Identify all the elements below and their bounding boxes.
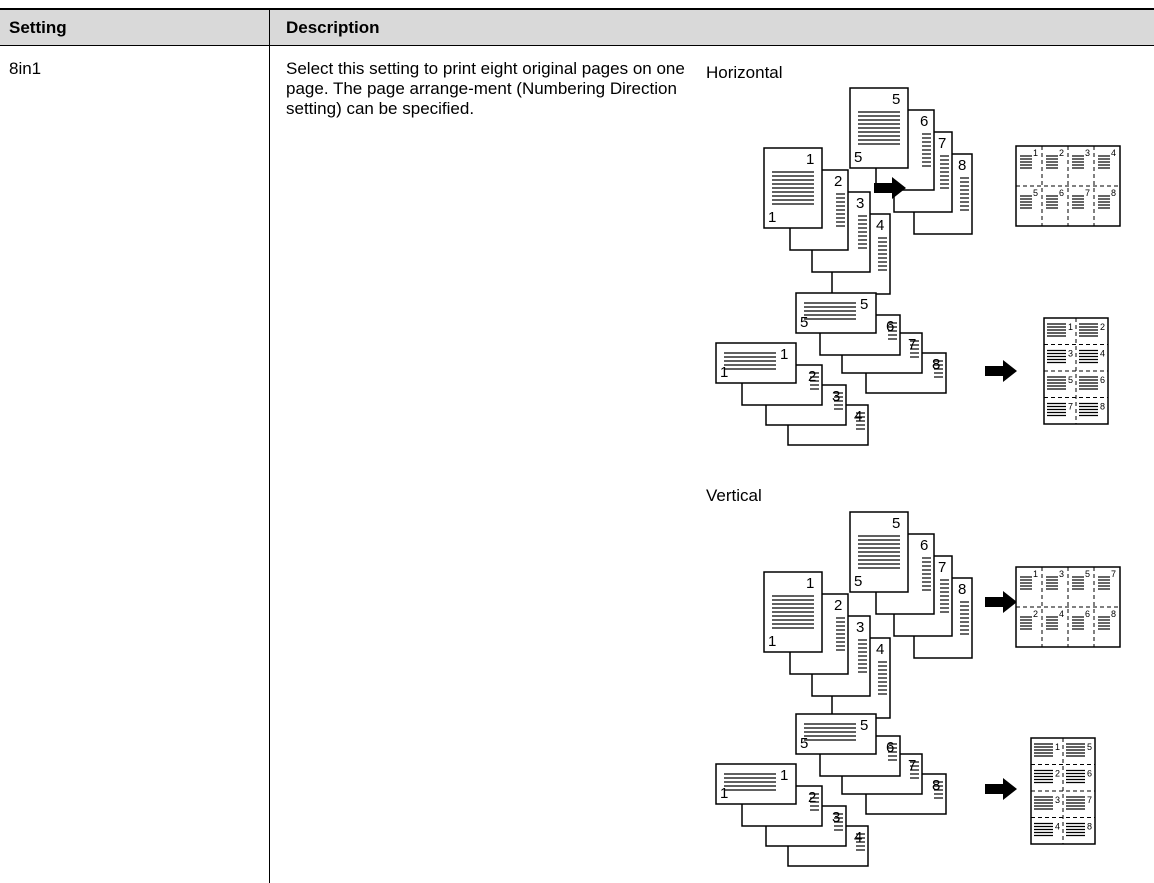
vertical-label: Vertical — [706, 486, 762, 505]
cell-number: 5 — [1085, 569, 1090, 579]
cell-number: 8 — [1111, 188, 1116, 198]
page-number: 5 — [892, 91, 900, 108]
page-number: 1 — [720, 364, 728, 381]
result-sheet: 1 5 2 6 3 7 4 8 — [1030, 737, 1096, 845]
page-number: 5 — [800, 314, 808, 331]
page-number: 1 — [768, 633, 776, 650]
page-number: 5 — [800, 735, 808, 752]
cell-number: 4 — [1111, 148, 1116, 158]
cell-number: 2 — [1033, 609, 1038, 619]
cell-number: 3 — [1085, 148, 1090, 158]
arrow-icon — [985, 591, 1017, 613]
header-setting: Setting — [9, 18, 67, 37]
page-number: 1 — [720, 785, 728, 802]
cell-number: 6 — [1100, 375, 1105, 385]
cell-number: 6 — [1059, 188, 1064, 198]
page-number: 8 — [932, 777, 940, 794]
page-number: 1 — [806, 575, 814, 592]
horizontal-label: Horizontal — [706, 63, 783, 82]
cell-number: 6 — [1087, 769, 1092, 779]
page-number: 5 — [854, 573, 862, 590]
cell-number: 5 — [1087, 742, 1092, 752]
page-number: 3 — [856, 195, 864, 212]
page-number: 2 — [834, 173, 842, 190]
page-number: 6 — [920, 537, 928, 554]
setting-description: Select this setting to print eight origi… — [286, 59, 685, 118]
page-number: 8 — [958, 581, 966, 598]
page-number: 8 — [958, 157, 966, 174]
arrow-icon — [985, 360, 1017, 382]
cell-number: 8 — [1111, 609, 1116, 619]
original-pages-stack: 876 5 5 432 1 1 — [715, 713, 947, 867]
cell-number: 2 — [1055, 769, 1060, 779]
cell-number: 3 — [1059, 569, 1064, 579]
header-divider — [269, 10, 270, 46]
page-number: 3 — [832, 388, 840, 405]
page-number: 5 — [854, 149, 862, 166]
page-number: 5 — [860, 296, 868, 313]
page-number: 7 — [938, 135, 946, 152]
setting-value: 8in1 — [9, 59, 42, 78]
cell-number: 4 — [1055, 822, 1060, 832]
page-number: 6 — [886, 739, 894, 756]
page-number: 1 — [780, 346, 788, 363]
cell-number: 7 — [1087, 795, 1092, 805]
cell-number: 4 — [1100, 349, 1105, 359]
cell-number: 8 — [1087, 822, 1092, 832]
cell-number: 6 — [1085, 609, 1090, 619]
page-number: 4 — [854, 408, 862, 425]
page-number: 7 — [908, 757, 916, 774]
cell-number: 2 — [1059, 148, 1064, 158]
cell-number: 1 — [1068, 322, 1073, 332]
page-number: 5 — [860, 717, 868, 734]
arrow-icon — [985, 778, 1017, 800]
cell-number: 5 — [1033, 188, 1038, 198]
page-number: 3 — [856, 619, 864, 636]
page-number: 8 — [932, 356, 940, 373]
cell-number: 3 — [1068, 349, 1073, 359]
page-number: 4 — [876, 641, 884, 658]
cell-number: 7 — [1111, 569, 1116, 579]
result-sheet: 1 2 3 4 5 6 7 8 — [1043, 317, 1109, 425]
cell-number: 2 — [1100, 322, 1105, 332]
column-divider — [269, 46, 270, 883]
page-sheet — [795, 292, 877, 334]
page-number: 2 — [808, 789, 816, 806]
cell-number: 4 — [1059, 609, 1064, 619]
page-sheet — [715, 342, 797, 384]
cell-number: 1 — [1033, 148, 1038, 158]
page-number: 6 — [920, 113, 928, 130]
page-number: 2 — [834, 597, 842, 614]
original-pages-stack: 876 5 5 432 1 1 — [715, 292, 947, 446]
page-sheet — [795, 713, 877, 755]
page-number: 4 — [876, 217, 884, 234]
cell-number: 7 — [1068, 402, 1073, 412]
original-pages-stack: 876 5 5 432 1 1 — [763, 511, 973, 719]
table-header: Setting Description — [0, 8, 1154, 46]
cell-number: 3 — [1055, 795, 1060, 805]
page-number: 3 — [832, 809, 840, 826]
header-description: Description — [286, 18, 380, 37]
page-sheet — [715, 763, 797, 805]
page-number: 1 — [806, 151, 814, 168]
page-number: 1 — [780, 767, 788, 784]
page-number: 5 — [892, 515, 900, 532]
cell-number: 7 — [1085, 188, 1090, 198]
cell-number: 8 — [1100, 402, 1105, 412]
result-sheet: 1 2 3 4 5 6 7 8 — [1015, 145, 1121, 227]
page-number: 7 — [908, 336, 916, 353]
page-number: 2 — [808, 368, 816, 385]
arrow-icon — [874, 177, 906, 199]
cell-number: 1 — [1033, 569, 1038, 579]
page-number: 6 — [886, 318, 894, 335]
cell-number: 1 — [1055, 742, 1060, 752]
page-number: 1 — [768, 209, 776, 226]
page-number: 4 — [854, 829, 862, 846]
result-sheet: 1 3 5 7 2 4 6 8 — [1015, 566, 1121, 648]
page-number: 7 — [938, 559, 946, 576]
original-pages-stack: 876 5 5 432 1 1 — [763, 87, 973, 295]
cell-number: 5 — [1068, 375, 1073, 385]
